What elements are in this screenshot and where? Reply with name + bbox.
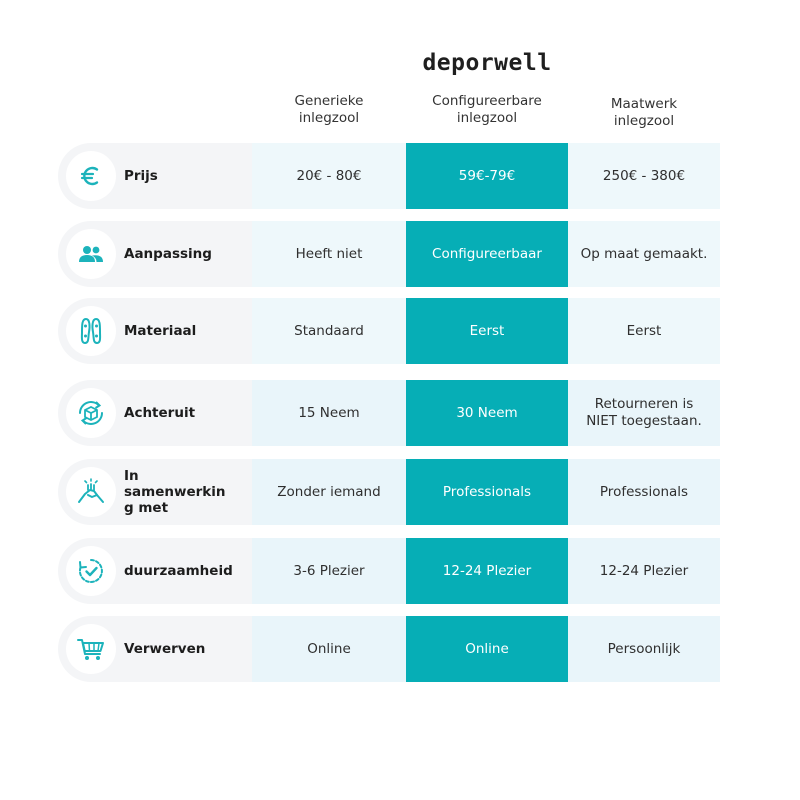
table-row-duurzaamheid: duurzaamheid 3-6 Plezier 12-24 Plezier 1…: [58, 538, 720, 604]
row-label: Achteruit: [124, 405, 196, 421]
cell-generic: 15 Neem: [252, 380, 406, 446]
brand-logo: deporwell: [422, 50, 552, 76]
cell-generic: Online: [252, 616, 406, 682]
table-row-aanpassing: Aanpassing Heeft niet Configureerbaar Op…: [58, 221, 720, 287]
cell-configurable: Online: [406, 616, 568, 682]
cell-custom: Eerst: [568, 298, 720, 364]
clock-check-icon: [66, 546, 116, 596]
column-header-custom: Maatwerk inlegzool: [610, 96, 678, 129]
euro-icon: [66, 151, 116, 201]
cell-configurable: Configureerbaar: [406, 221, 568, 287]
row-label-cell: In samenwerkin g met: [58, 459, 252, 525]
cell-configurable: Eerst: [406, 298, 568, 364]
cell-generic: 20€ - 80€: [252, 143, 406, 209]
table-row-verwerven: Verwerven Online Online Persoonlijk: [58, 616, 720, 682]
people-icon: [66, 229, 116, 279]
cell-custom: Retourneren is NIET toegestaan.: [568, 380, 720, 446]
cart-icon: [66, 624, 116, 674]
row-label: Prijs: [124, 168, 158, 184]
cell-configurable: 30 Neem: [406, 380, 568, 446]
column-header-generic: Generieke inlegzool: [294, 93, 364, 126]
cell-configurable: Professionals: [406, 459, 568, 525]
row-label-cell: Aanpassing: [58, 221, 252, 287]
insoles-icon: [66, 306, 116, 356]
row-label-cell: duurzaamheid: [58, 538, 252, 604]
cell-generic: Heeft niet: [252, 221, 406, 287]
cell-configurable: 59€-79€: [406, 143, 568, 209]
cell-custom: 12-24 Plezier: [568, 538, 720, 604]
table-row-achteruit: Achteruit 15 Neem 30 Neem Retourneren is…: [58, 380, 720, 446]
cell-generic: 3-6 Plezier: [252, 538, 406, 604]
row-label-cell: Achteruit: [58, 380, 252, 446]
row-label: duurzaamheid: [124, 563, 233, 579]
row-label: Aanpassing: [124, 246, 212, 262]
table-row-samenwerking: In samenwerkin g met Zonder iemand Profe…: [58, 459, 720, 525]
column-header-configurable: Configureerbare inlegzool: [432, 93, 542, 126]
row-label-cell: Verwerven: [58, 616, 252, 682]
cell-generic: Zonder iemand: [252, 459, 406, 525]
cell-custom: Persoonlijk: [568, 616, 720, 682]
cell-generic: Standaard: [252, 298, 406, 364]
return-box-icon: [66, 388, 116, 438]
row-label: In samenwerkin g met: [124, 468, 226, 516]
row-label: Materiaal: [124, 323, 197, 339]
row-label: Verwerven: [124, 641, 206, 657]
cell-custom: Op maat gemaakt.: [568, 221, 720, 287]
row-label-cell: Materiaal: [58, 298, 252, 364]
cell-custom: Professionals: [568, 459, 720, 525]
cell-configurable: 12-24 Plezier: [406, 538, 568, 604]
handshake-icon: [66, 467, 116, 517]
table-row-prijs: Prijs 20€ - 80€ 59€-79€ 250€ - 380€: [58, 143, 720, 209]
row-label-cell: Prijs: [58, 143, 252, 209]
cell-custom: 250€ - 380€: [568, 143, 720, 209]
table-row-materiaal: Materiaal Standaard Eerst Eerst: [58, 298, 720, 364]
